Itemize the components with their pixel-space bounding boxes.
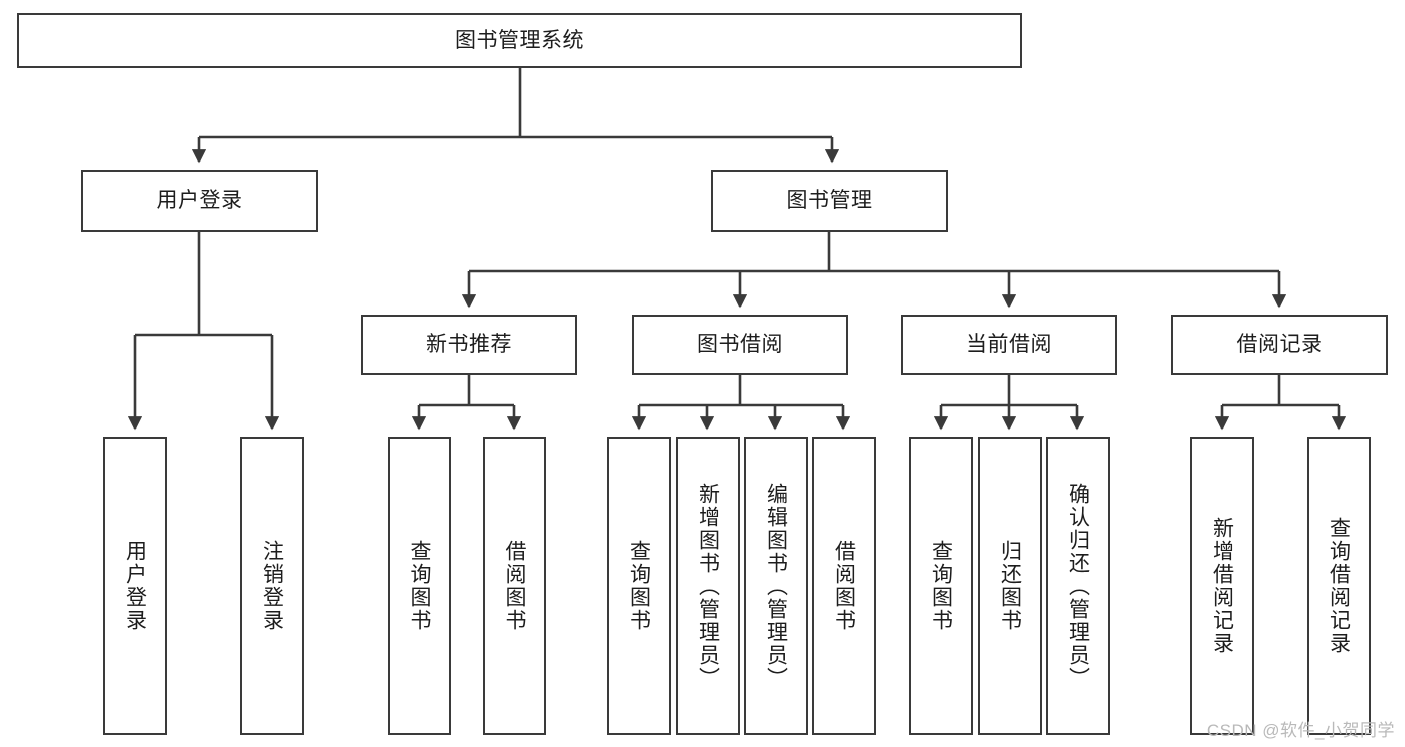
leaf-records-add-record[interactable]: 新增借阅记录 bbox=[1190, 437, 1254, 735]
node-label: 编辑图书（管理员） bbox=[764, 482, 788, 690]
node-new-book-recommend[interactable]: 新书推荐 bbox=[361, 315, 577, 375]
node-current-borrow[interactable]: 当前借阅 bbox=[901, 315, 1117, 375]
node-label: 图书借阅 bbox=[697, 333, 783, 357]
leaf-new-book-query[interactable]: 查询图书 bbox=[388, 437, 451, 735]
leaf-user-login-logout[interactable]: 注销登录 bbox=[240, 437, 304, 735]
node-label: 用户登录 bbox=[123, 540, 147, 632]
watermark: CSDN @软件_小贺同学 bbox=[1206, 721, 1395, 740]
node-label: 图书管理 bbox=[786, 189, 873, 213]
node-book-management[interactable]: 图书管理 bbox=[711, 170, 948, 232]
node-label: 确认归还（管理员） bbox=[1066, 482, 1090, 690]
node-label: 当前借阅 bbox=[966, 333, 1052, 357]
leaf-borrow-query-book[interactable]: 查询图书 bbox=[607, 437, 671, 735]
leaf-borrow-borrow-book[interactable]: 借阅图书 bbox=[812, 437, 876, 735]
node-root-book-management-system[interactable]: 图书管理系统 bbox=[17, 13, 1022, 68]
node-label: 查询图书 bbox=[627, 540, 651, 632]
leaf-current-query-book[interactable]: 查询图书 bbox=[909, 437, 973, 735]
node-label: 注销登录 bbox=[260, 540, 284, 632]
node-label: 查询图书 bbox=[929, 540, 953, 632]
node-label: 查询借阅记录 bbox=[1327, 517, 1351, 655]
node-label: 新增图书（管理员） bbox=[696, 482, 720, 690]
node-label: 归还图书 bbox=[998, 540, 1022, 632]
node-label: 图书管理系统 bbox=[455, 28, 584, 52]
node-borrow-records[interactable]: 借阅记录 bbox=[1171, 315, 1388, 375]
node-label: 借阅记录 bbox=[1236, 333, 1323, 357]
leaf-borrow-edit-book-admin[interactable]: 编辑图书（管理员） bbox=[744, 437, 808, 735]
node-label: 查询图书 bbox=[408, 540, 431, 632]
leaf-current-confirm-return-admin[interactable]: 确认归还（管理员） bbox=[1046, 437, 1110, 735]
node-label: 借阅图书 bbox=[503, 540, 526, 632]
node-label: 新增借阅记录 bbox=[1210, 517, 1234, 655]
leaf-borrow-add-book-admin[interactable]: 新增图书（管理员） bbox=[676, 437, 740, 735]
node-book-borrow[interactable]: 图书借阅 bbox=[632, 315, 848, 375]
leaf-user-login-login[interactable]: 用户登录 bbox=[103, 437, 167, 735]
node-label: 用户登录 bbox=[156, 189, 243, 213]
node-label: 借阅图书 bbox=[832, 540, 856, 632]
leaf-new-book-borrow[interactable]: 借阅图书 bbox=[483, 437, 546, 735]
leaf-records-query-record[interactable]: 查询借阅记录 bbox=[1307, 437, 1371, 735]
node-label: 新书推荐 bbox=[426, 333, 512, 357]
node-user-login[interactable]: 用户登录 bbox=[81, 170, 318, 232]
leaf-current-return-book[interactable]: 归还图书 bbox=[978, 437, 1042, 735]
